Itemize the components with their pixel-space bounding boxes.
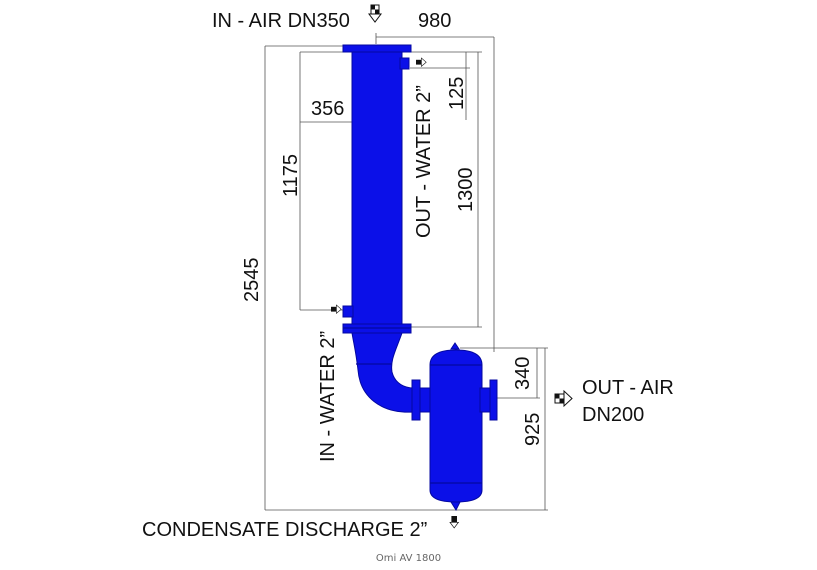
dim-1175: 1175 — [280, 154, 302, 197]
dim-980: 980 — [418, 10, 451, 32]
dim-1300: 1300 — [455, 168, 477, 213]
out-water-label: OUT - WATER 2” — [413, 85, 435, 238]
flow-arrow-down-icon — [449, 516, 460, 529]
dim-340: 340 — [512, 357, 534, 390]
flow-arrow-right-icon — [331, 304, 342, 315]
figure-caption: Omi AV 1800 — [375, 553, 442, 564]
dim-2545: 2545 — [241, 258, 263, 303]
in-water-label: IN - WATER 2” — [317, 331, 339, 462]
condensate-label: CONDENSATE DISCHARGE 2” — [142, 519, 427, 541]
dim-925: 925 — [522, 413, 544, 446]
aftercooler — [342, 44, 433, 421]
out-air-size: DN200 — [582, 404, 644, 426]
dim-356: 356 — [311, 98, 344, 120]
separator-vessel — [429, 342, 498, 512]
out-air-label: OUT - AIR — [582, 377, 674, 399]
flow-arrow-right-icon — [554, 389, 573, 408]
in-air-label: IN - AIR DN350 — [212, 10, 350, 32]
flow-arrow-down-icon — [368, 4, 382, 23]
dimension-lines — [264, 33, 548, 511]
flow-arrow-right-icon — [416, 57, 427, 68]
dim-125: 125 — [446, 77, 468, 110]
